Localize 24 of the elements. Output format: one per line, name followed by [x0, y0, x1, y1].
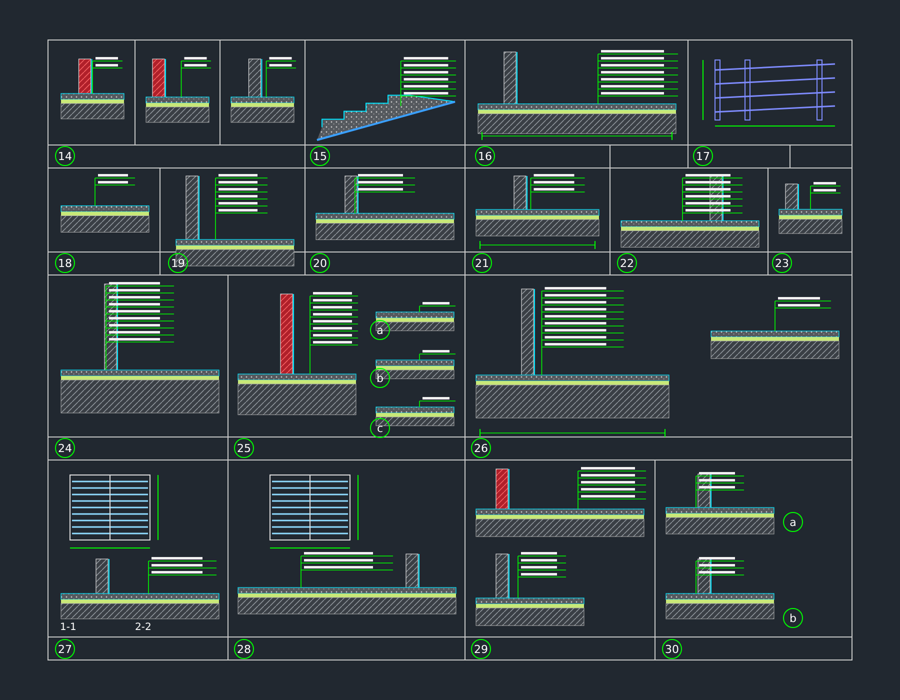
callout-number: 19: [168, 253, 188, 273]
callout-number: 15: [310, 146, 330, 166]
callout-number: b: [370, 368, 390, 388]
callout-number: c: [370, 418, 390, 438]
callout-number: a: [783, 512, 803, 532]
callout-number: 30: [662, 639, 682, 659]
callout-number: b: [783, 608, 803, 628]
section-mark: 2-2: [135, 622, 152, 633]
callout-number: 26: [471, 438, 491, 458]
callout-number: 21: [472, 253, 492, 273]
callout-number: 24: [55, 438, 75, 458]
callout-number: 28: [234, 639, 254, 659]
callout-number: a: [370, 320, 390, 340]
callout-number: 18: [55, 253, 75, 273]
callout-number: 14: [55, 146, 75, 166]
callout-number: 25: [234, 438, 254, 458]
callout-number: 23: [772, 253, 792, 273]
callout-number: 27: [55, 639, 75, 659]
callout-number: 17: [693, 146, 713, 166]
callout-number: 20: [310, 253, 330, 273]
callout-number: 29: [471, 639, 491, 659]
callout-number: 16: [475, 146, 495, 166]
section-mark: 1-1: [60, 622, 76, 633]
callout-number: 22: [617, 253, 637, 273]
